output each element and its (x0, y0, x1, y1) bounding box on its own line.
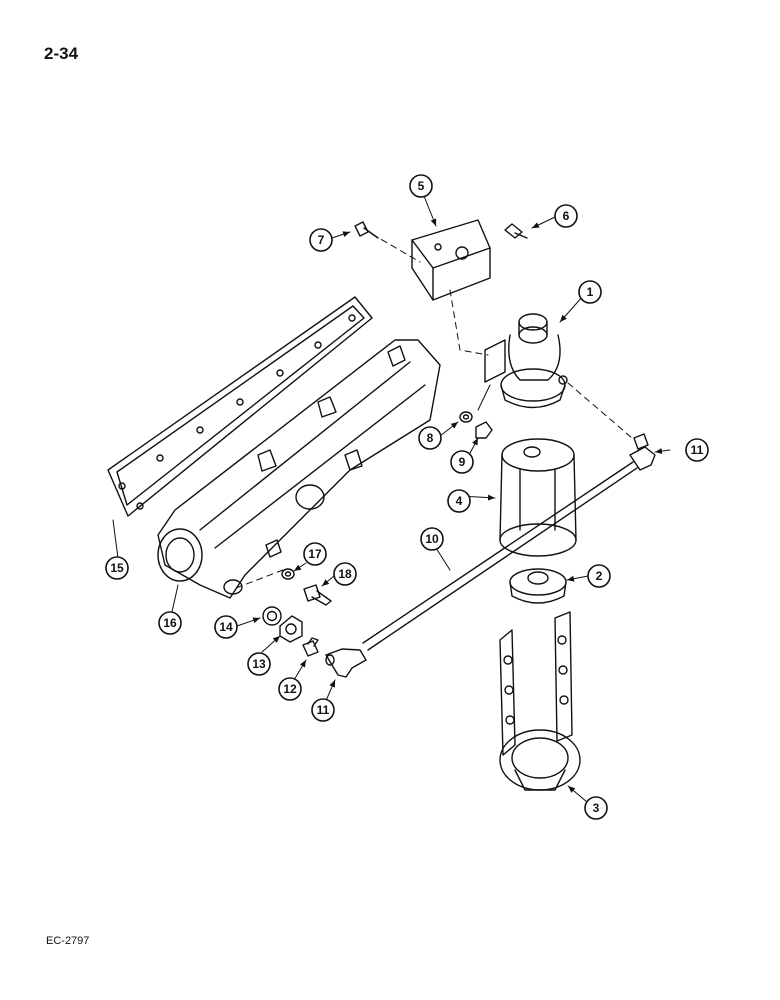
callout-6: 6 (554, 204, 578, 228)
svg-text:2: 2 (596, 569, 603, 583)
sealing-ring (509, 568, 567, 604)
svg-text:15: 15 (110, 561, 124, 575)
callout-16: 16 (158, 611, 182, 635)
washer-17 (281, 568, 295, 580)
svg-text:3: 3 (593, 801, 600, 815)
callout-10: 10 (420, 527, 444, 551)
bolt-18 (303, 584, 332, 606)
intake-manifold (157, 339, 441, 599)
manifold-gasket (107, 296, 373, 517)
elbow-fitting-lower (325, 648, 367, 678)
page-number: 2-34 (44, 44, 79, 63)
callout-2: 2 (587, 564, 611, 588)
callout-11-lower: 11 (311, 698, 335, 722)
svg-text:8: 8 (427, 431, 434, 445)
washer-8 (459, 411, 473, 423)
callout-3: 3 (584, 796, 608, 820)
callout-14: 14 (214, 615, 238, 639)
callout-15: 15 (105, 556, 129, 580)
svg-text:1: 1 (587, 285, 594, 299)
filter-element (499, 438, 577, 557)
nut-9 (475, 421, 493, 439)
svg-text:13: 13 (252, 657, 266, 671)
svg-text:4: 4 (456, 494, 463, 508)
callout-9: 9 (450, 450, 474, 474)
callout-11-upper: 11 (685, 438, 709, 462)
mounting-bracket (411, 219, 491, 301)
svg-text:11: 11 (317, 703, 330, 717)
callout-1: 1 (578, 280, 602, 304)
callout-13: 13 (247, 652, 271, 676)
svg-text:10: 10 (425, 532, 439, 546)
callout-18: 18 (333, 562, 357, 586)
callouts: 5 6 7 1 8 9 11 4 10 2 3 17 18 15 16 14 1… (105, 174, 709, 820)
svg-text:17: 17 (308, 547, 322, 561)
callout-12: 12 (278, 677, 302, 701)
support-strap (499, 611, 581, 791)
svg-text:9: 9 (459, 455, 466, 469)
bolt-6 (504, 223, 528, 239)
callout-17: 17 (303, 542, 327, 566)
tube (362, 461, 638, 651)
svg-text:5: 5 (418, 179, 425, 193)
callout-7: 7 (309, 228, 333, 252)
callout-5: 5 (409, 174, 433, 198)
adapter-13 (279, 615, 303, 643)
connector-12 (302, 637, 319, 657)
callout-4: 4 (447, 489, 471, 513)
fuel-filter-head (484, 313, 568, 409)
svg-text:18: 18 (338, 567, 352, 581)
figure-code: EC-2797 (46, 935, 90, 947)
svg-text:16: 16 (163, 616, 177, 630)
svg-text:7: 7 (318, 233, 325, 247)
elbow-fitting-upper (629, 433, 656, 471)
svg-text:14: 14 (219, 620, 233, 634)
svg-text:6: 6 (563, 209, 570, 223)
svg-text:12: 12 (283, 682, 297, 696)
svg-text:11: 11 (691, 443, 704, 457)
sealing-washer-14 (262, 606, 282, 626)
callout-8: 8 (418, 426, 442, 450)
